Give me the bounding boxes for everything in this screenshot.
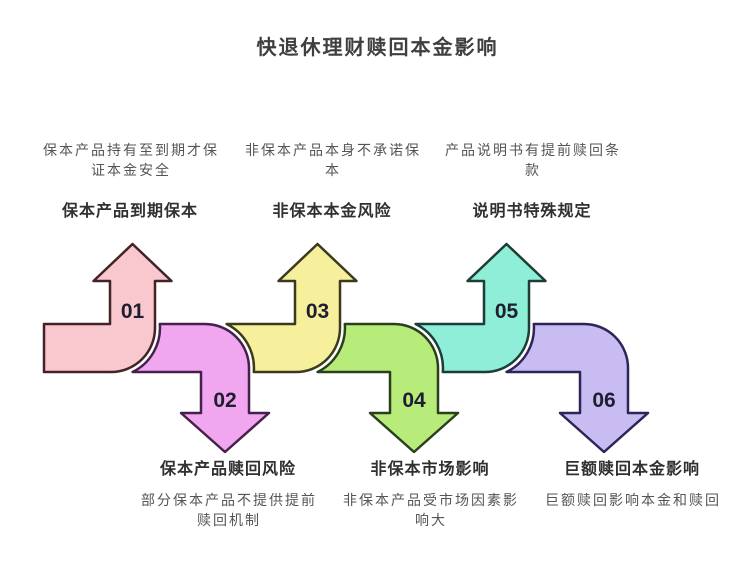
step-05-description: 产品说明书有提前赎回条款: [445, 142, 621, 178]
step-03-description: 非保本产品本身不承诺保本: [245, 142, 421, 178]
page-title: 快退休理财赎回本金影响: [256, 37, 499, 59]
arrow-up-03: [225, 242, 358, 374]
step-01-title: 保本产品到期保本: [61, 203, 198, 220]
step-02-title: 保本产品赎回风险: [159, 461, 296, 478]
step-number-04: 04: [402, 389, 426, 412]
arrow-down-06: [505, 322, 650, 454]
step-number-03: 03: [306, 300, 329, 323]
step-06-description: 巨额赎回影响本金和赎回: [545, 492, 721, 508]
step-03-title: 非保本本金风险: [272, 203, 392, 220]
step-02-description: 部分保本产品不提供提前赎回机制: [141, 492, 317, 528]
step-05-title: 说明书特殊规定: [472, 203, 592, 220]
step-number-02: 02: [213, 389, 236, 412]
step-04-description: 非保本产品受市场因素影响大: [343, 492, 519, 528]
step-number-01: 01: [121, 300, 145, 323]
arrow-down-04: [316, 322, 460, 454]
step-04-title: 非保本市场影响: [370, 461, 490, 478]
step-number-05: 05: [495, 300, 519, 323]
arrow-down-02: [131, 322, 271, 454]
arrow-up-01: [42, 242, 173, 374]
step-06-title: 巨额赎回本金影响: [563, 461, 700, 478]
step-01-description: 保本产品持有至到期才保证本金安全: [43, 142, 219, 178]
step-number-06: 06: [592, 389, 615, 412]
arrow-up-05: [414, 242, 547, 374]
